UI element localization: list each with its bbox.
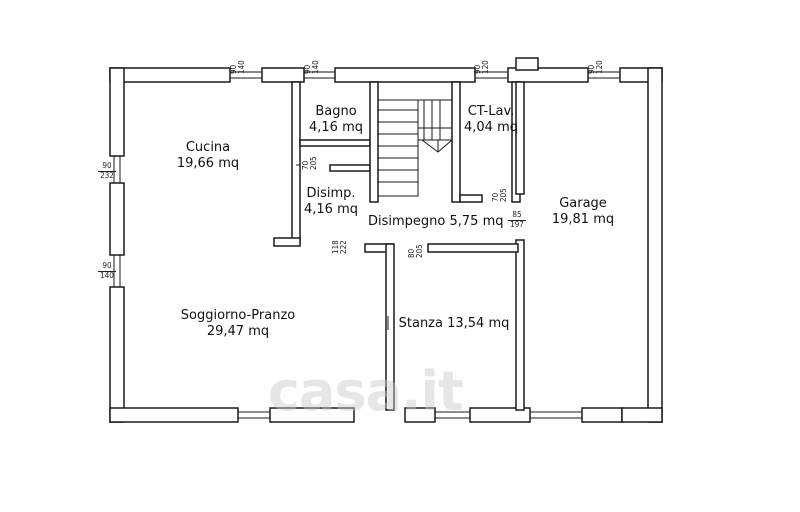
outer-wall-bottom-e	[581, 407, 623, 423]
dim-win-top-1: 90 140	[229, 58, 254, 74]
dim-win-left-2-h: 140	[100, 271, 114, 280]
outer-wall-bump	[515, 57, 539, 71]
dim-win-top-2-h: 140	[311, 60, 320, 74]
wall-stanza-left	[385, 243, 395, 411]
outer-wall-left-c	[109, 286, 125, 423]
dim-win-left-2: 90 140	[98, 262, 116, 280]
dim-win-top-4: 90 120	[587, 58, 612, 74]
wall-stanza-top-b	[427, 243, 519, 253]
dim-door-soggiorno: 118 222	[331, 238, 356, 254]
room-soggiorno: Soggiorno-Pranzo 29,47 mq	[176, 308, 300, 340]
outer-wall-right	[647, 67, 663, 423]
wall-ticks	[296, 164, 389, 330]
outer-wall-top-a	[109, 67, 231, 83]
wall-cucina-bagno	[291, 81, 301, 243]
room-bagno-area: 4,16 mq	[309, 120, 363, 135]
dim-win-top-4-h: 120	[595, 60, 604, 74]
outer-wall-bottom-c	[404, 407, 436, 423]
wall-bagno-right	[369, 81, 379, 203]
dim-door-soggiorno-h: 222	[339, 240, 348, 254]
room-garage-area: 19,81 mq	[551, 212, 615, 227]
room-ct-lav: CT-Lav. 4,04 mq	[460, 104, 522, 136]
outer-wall-top-b	[261, 67, 305, 83]
wall-ct-bottom	[459, 194, 483, 203]
dim-door-garage-h: 197	[510, 220, 524, 229]
room-bagno-name: Bagno	[315, 104, 357, 119]
dim-door-ct-h: 205	[499, 188, 508, 202]
room-bagno: Bagno 4,16 mq	[300, 104, 372, 136]
room-soggiorno-name: Soggiorno-Pranzo	[180, 308, 296, 323]
dim-door-stanza: 80 205	[407, 242, 432, 258]
outer-wall-top-c	[334, 67, 476, 83]
windows	[113, 71, 620, 419]
room-disimpegno-name: Disimpegno 5,75 mq	[368, 214, 504, 229]
room-disimp-name: Disimp.	[306, 186, 356, 201]
room-stanza: Stanza 13,54 mq	[398, 316, 510, 332]
wall-stub-soggiorno	[273, 237, 301, 247]
dim-door-garage: 85 197	[508, 211, 526, 229]
dim-door-garage-w: 85	[512, 210, 522, 219]
outer-wall-bottom-d	[469, 407, 531, 423]
wall-garage-left-lower	[515, 239, 525, 411]
dim-door-bagno-h: 205	[309, 156, 318, 170]
room-ct-lav-name: CT-Lav.	[467, 104, 515, 119]
wall-garage-left	[515, 81, 525, 195]
room-disimp: Disimp. 4,16 mq	[300, 186, 362, 218]
room-disimp-area: 4,16 mq	[304, 202, 358, 217]
dim-win-left-1-h: 232	[100, 171, 114, 180]
staircase	[377, 99, 453, 197]
dim-win-top-1-h: 140	[237, 60, 246, 74]
outer-wall-top-d	[507, 67, 589, 83]
wall-bagno-bottom	[299, 139, 371, 147]
watermark-logo: casa.it	[268, 360, 538, 430]
outer-wall-bottom-b	[269, 407, 355, 423]
dim-door-ct: 70 205	[491, 186, 516, 202]
dim-door-bagno: 70 205	[301, 154, 326, 170]
room-ct-lav-area: 4,04 mq	[464, 120, 518, 135]
watermark-text: casa.it	[268, 360, 464, 423]
dim-win-top-3-h: 120	[481, 60, 490, 74]
dim-win-left-1-w: 90	[102, 161, 112, 170]
wall-bagno-stub	[329, 164, 371, 172]
outer-wall-bottom-a	[109, 407, 239, 423]
outer-wall-left-b	[109, 182, 125, 256]
room-cucina: Cucina 19,66 mq	[168, 140, 248, 172]
room-cucina-area: 19,66 mq	[176, 156, 240, 171]
walls	[109, 57, 663, 423]
dim-win-left-1: 90 232	[98, 162, 116, 180]
room-soggiorno-area: 29,47 mq	[206, 324, 270, 339]
room-cucina-name: Cucina	[185, 140, 231, 155]
room-disimpegno: Disimpegno 5,75 mq	[368, 214, 504, 230]
dim-door-stanza-h: 205	[415, 244, 424, 258]
dim-win-top-2: 90 140	[303, 58, 328, 74]
dim-win-left-2-w: 90	[102, 261, 112, 270]
wall-stair-right	[451, 81, 461, 203]
room-stanza-name: Stanza 13,54 mq	[398, 316, 510, 331]
room-garage: Garage 19,81 mq	[548, 196, 618, 228]
outer-wall-left-a	[109, 67, 125, 157]
dim-win-top-3: 90 120	[473, 58, 498, 74]
room-garage-name: Garage	[559, 196, 607, 211]
outer-wall-bottom-f	[621, 407, 663, 423]
